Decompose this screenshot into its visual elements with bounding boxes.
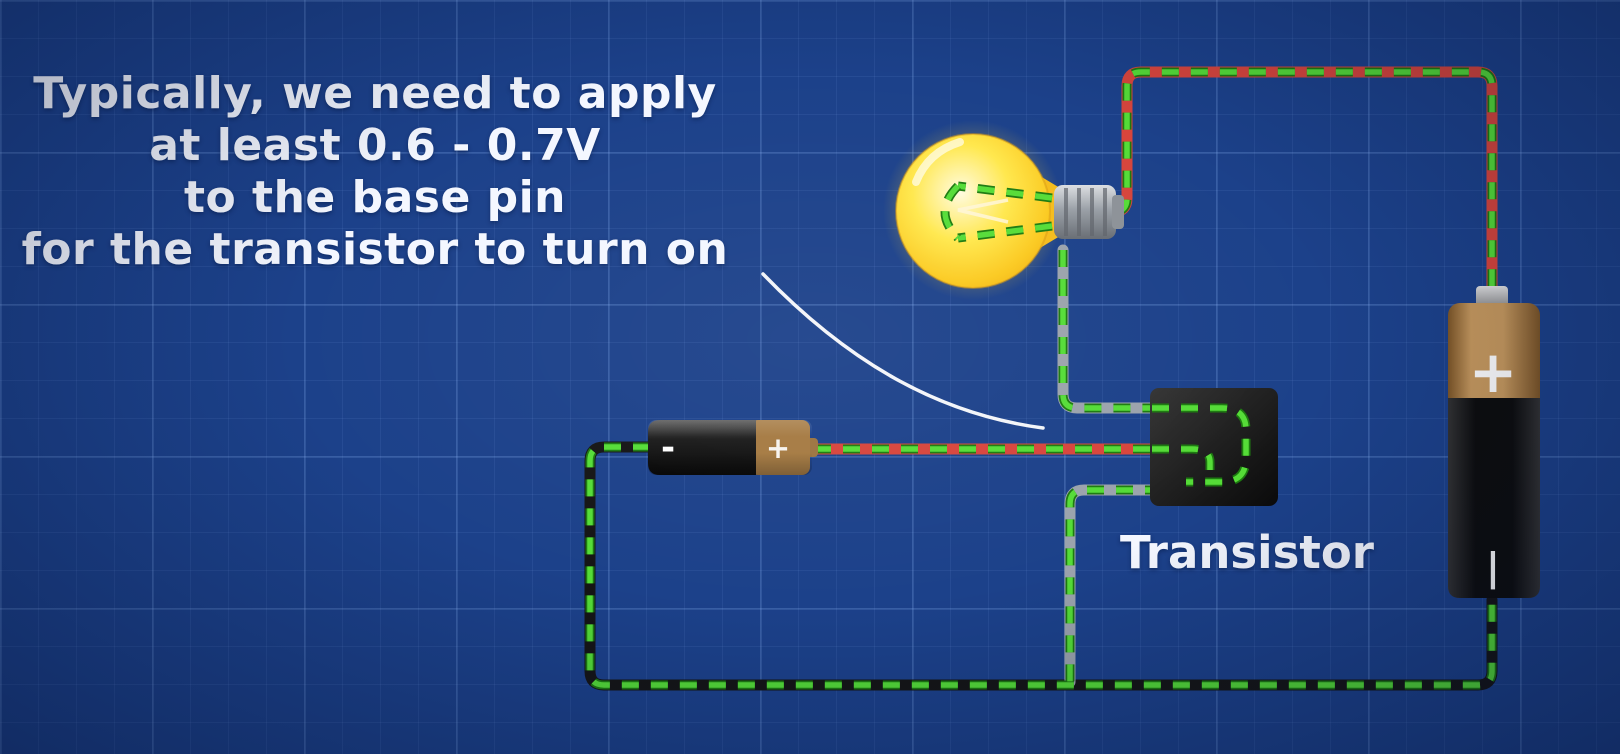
wire-bulb-to-transistor [1057,244,1168,414]
battery-large-terminal [1476,286,1508,308]
bulb-screw-base [1054,185,1124,239]
transistor-chip [1150,388,1278,506]
bulb-glass [895,133,1051,289]
transistor-current-dashes [1152,403,1251,487]
bulb-filament [957,198,1009,224]
battery-large: + | [1448,286,1540,598]
wire-ground-loop [584,441,1498,691]
battery-small: - + [648,420,818,475]
bulb-shine [912,138,964,186]
caption-line: for the transistor to turn on [21,224,729,275]
transistor-label: Transistor [1120,526,1374,579]
bulb-current-dashes [940,181,1053,243]
caption-line: Typically, we need to apply [33,68,717,119]
battery-large-black-bottom [1448,398,1540,598]
battery-small-shading [648,420,812,475]
wire-transistor-emitter [1064,484,1168,688]
light-bulb [853,90,1124,330]
caption: Typically, we need to apply at least 0.6… [15,68,735,276]
caption-line: at least 0.6 - 0.7V [149,120,601,171]
caption-line: to the base pin [183,172,567,223]
battery-small-minus-label: - [661,428,675,468]
bulb-base-tip [1112,195,1124,229]
battery-large-minus-mark: | [1486,545,1500,590]
pointer-line [761,272,1045,430]
bulb-base-ridges [1064,188,1107,236]
wire-bulb-to-battery [1082,66,1498,318]
battery-large-plus-label: + [1469,338,1518,406]
battery-small-plus-label: + [766,431,790,465]
